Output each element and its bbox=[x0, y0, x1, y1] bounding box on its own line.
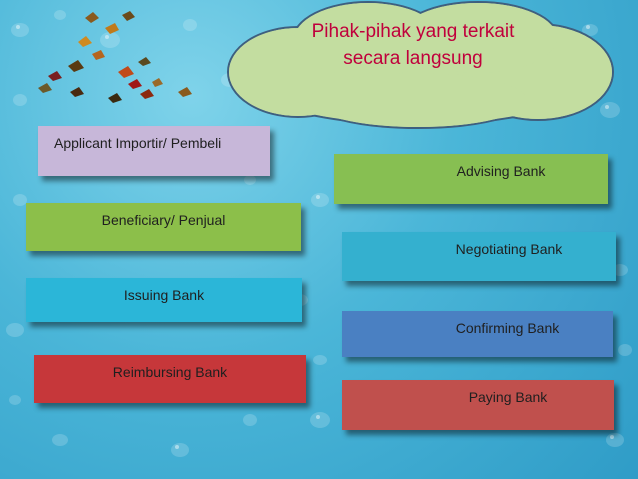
party-label: Issuing Bank bbox=[123, 287, 205, 303]
title-line-2: secara langsung bbox=[343, 48, 483, 69]
party-confirming-bank: Confirming Bank bbox=[342, 311, 613, 357]
party-paying-bank: Paying Bank bbox=[342, 380, 614, 430]
party-label: Applicant Importir/ Pembeli bbox=[54, 135, 222, 151]
party-advising-bank: Advising Bank bbox=[334, 154, 608, 204]
party-label: Confirming Bank bbox=[455, 320, 560, 336]
party-label: Advising Bank bbox=[456, 163, 546, 179]
page-title: Pihak-pihak yang terkait secara langsung bbox=[258, 18, 568, 72]
party-beneficiary: Beneficiary/ Penjual bbox=[26, 203, 301, 251]
leaf-icon bbox=[38, 11, 192, 103]
party-label: Reimbursing Bank bbox=[112, 364, 228, 380]
party-label: Paying Bank bbox=[468, 389, 548, 405]
party-issuing-bank: Issuing Bank bbox=[26, 278, 302, 322]
party-label: Negotiating Bank bbox=[455, 241, 563, 257]
autumn-leaves-decoration bbox=[38, 11, 192, 103]
party-negotiating-bank: Negotiating Bank bbox=[342, 232, 616, 281]
party-reimbursing-bank: Reimbursing Bank bbox=[34, 355, 306, 403]
title-cloud bbox=[227, 1, 614, 129]
party-label: Beneficiary/ Penjual bbox=[101, 212, 226, 228]
title-line-1: Pihak-pihak yang terkait bbox=[311, 21, 515, 42]
party-applicant-importir: Applicant Importir/ Pembeli bbox=[38, 126, 270, 176]
